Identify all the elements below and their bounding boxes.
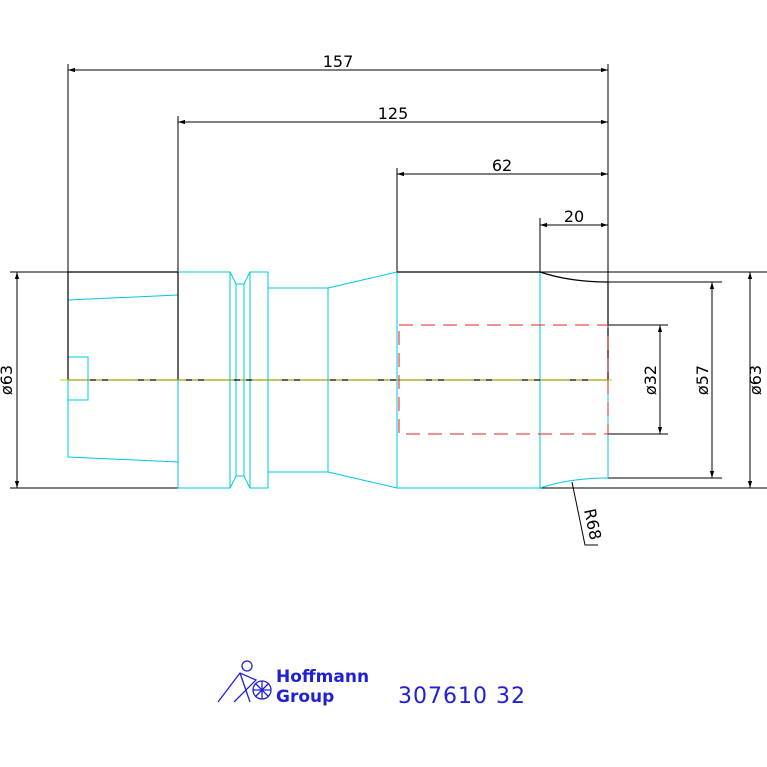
dim-text-radius: R68 [580,507,605,542]
dim-text-62: 62 [492,156,512,175]
part-number: 307610 32 [398,684,526,709]
dim-text-157: 157 [323,52,354,71]
dim-text-dia-left: ø63 [0,365,16,395]
dimension-texts: 157 125 62 20 ø63 ø32 ø57 ø63 R68 [0,52,765,542]
section-outline [67,271,609,381]
logo-figure-icon [217,660,272,703]
dim-text-dia-right: ø63 [746,365,765,395]
dim-text-125: 125 [378,104,409,123]
extension-lines [10,64,767,489]
dim-text-20: 20 [564,207,584,226]
hoffmann-group-logo: Hoffmann Group [217,660,369,707]
logo-line-1: Hoffmann [276,667,369,687]
dim-text-dia-57: ø57 [693,365,712,395]
logo-line-2: Group [276,687,334,707]
radius-leader [571,481,598,546]
dim-text-dia-32: ø32 [641,365,660,395]
dimension-lines [14,67,753,546]
hidden-bore [398,324,609,435]
